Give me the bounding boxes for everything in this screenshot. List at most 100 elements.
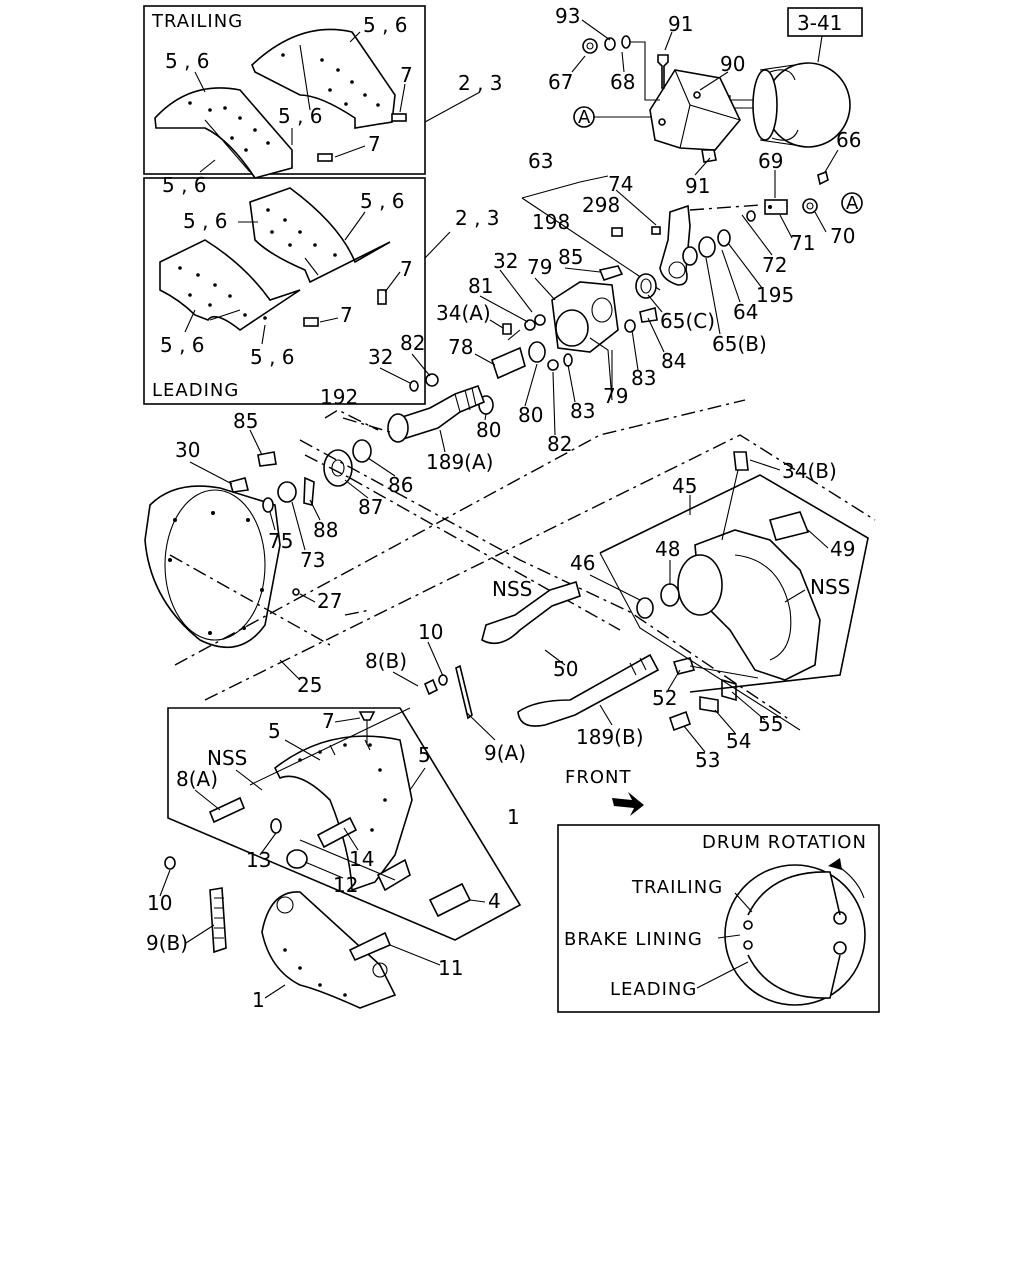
callout-label: 7 — [340, 303, 353, 327]
bolt-icon — [639, 307, 658, 323]
callout-label: 55 — [758, 712, 783, 736]
shim-icon — [699, 696, 719, 713]
callout-label: 93 — [555, 4, 580, 28]
washer-icon — [352, 439, 372, 463]
seal-ring-icon — [528, 341, 546, 363]
group-label-2-3: 2 , 3 — [455, 206, 500, 230]
grease-fitting-icon — [651, 226, 661, 235]
washer-icon — [746, 210, 756, 222]
brake-shoe-icon — [273, 735, 413, 892]
rivet-icon — [303, 317, 319, 327]
callout-label: 298 — [582, 193, 620, 217]
callout-label: 32 — [493, 249, 518, 273]
grease-fitting-icon — [611, 227, 623, 237]
callout-label: NSS — [492, 577, 532, 601]
inset-trailing-title: TRAILING — [151, 11, 243, 32]
callout-label: 83 — [570, 399, 595, 423]
washer-icon — [604, 37, 616, 51]
nut-icon — [534, 314, 546, 326]
washer-icon — [682, 246, 698, 266]
callout-label: 65(C) — [660, 309, 715, 333]
bolt-icon — [598, 265, 624, 281]
callout-label: 70 — [830, 224, 855, 248]
bolt-icon — [672, 657, 696, 675]
plug-icon — [292, 588, 300, 596]
callout-label: 88 — [313, 518, 338, 542]
callout-label: 46 — [570, 551, 595, 575]
callout-label: 8(A) — [176, 767, 218, 791]
callout-label: 53 — [695, 748, 720, 772]
washer-icon — [409, 380, 419, 392]
brake-lining-shoe-icon — [154, 87, 293, 179]
nut-icon — [802, 198, 818, 214]
callout-label: 54 — [726, 729, 751, 753]
drum-rotation-title: DRUM ROTATION — [702, 832, 867, 853]
callout-label: 82 — [400, 331, 425, 355]
rivet-icon — [317, 153, 333, 162]
pin-icon — [423, 678, 439, 696]
callout-label: 7 — [368, 132, 381, 156]
callout-label: 5 — [268, 719, 281, 743]
callout-label: 198 — [532, 210, 570, 234]
inset-trailing: TRAILING 5 , 6 5 , 6 5 , 6 5 , 6 7 7 — [143, 5, 426, 197]
seal-ring-icon — [636, 597, 654, 619]
brake-lining-shoe-icon — [251, 28, 396, 129]
callout-label: 30 — [175, 438, 200, 462]
seal-ring-icon — [635, 273, 657, 299]
group-label-2-3: 2 , 3 — [458, 71, 503, 95]
callout-label: 10 — [418, 620, 443, 644]
bolt-icon — [657, 54, 669, 89]
camshaft-bracket-plate-icon — [551, 281, 619, 353]
washer-icon — [164, 856, 176, 870]
callout-label: 68 — [610, 70, 635, 94]
bolt-icon — [228, 477, 249, 493]
clip-icon — [262, 497, 274, 513]
anchor-pin-icon — [208, 796, 246, 824]
seal-ring-icon — [660, 583, 680, 607]
grease-fitting-icon — [733, 451, 749, 471]
inset-leading-title: LEADING — [152, 380, 239, 401]
spring-icon — [455, 664, 473, 720]
callout-label: 4 — [488, 889, 501, 913]
callout-label: 69 — [758, 149, 783, 173]
callout-label: 5 , 6 — [278, 104, 323, 128]
callout-label: 50 — [553, 657, 578, 681]
callout-label: 81 — [468, 274, 493, 298]
callout-label: 67 — [548, 70, 573, 94]
callout-label: 74 — [608, 172, 633, 196]
clevis-pin-icon — [817, 170, 829, 186]
bushing-icon — [491, 346, 526, 380]
callout-label: 5 , 6 — [165, 49, 210, 73]
reference-box-label: 3-41 — [797, 11, 842, 35]
washer-icon — [717, 229, 731, 247]
callout-label: 90 — [720, 52, 745, 76]
sleeve-icon — [768, 511, 810, 541]
bolt-icon — [701, 149, 717, 163]
callout-label: 80 — [518, 403, 543, 427]
callout-label: 52 — [652, 686, 677, 710]
callout-label: 49 — [830, 537, 855, 561]
drum-rotation-frame — [557, 824, 880, 1013]
callout-label: 189(B) — [576, 725, 644, 749]
callout-label: 71 — [790, 231, 815, 255]
dust-shield-icon — [144, 485, 281, 649]
reference-box — [787, 7, 863, 37]
callout-label: 1 — [252, 988, 265, 1012]
callout-label: 5 — [418, 743, 431, 767]
clip-icon — [270, 818, 282, 834]
washer-icon — [621, 35, 631, 49]
return-spring-icon — [209, 887, 227, 954]
roller-icon — [428, 882, 472, 918]
callout-label: 9(B) — [146, 931, 188, 955]
callout-label: 5 , 6 — [162, 173, 207, 197]
callout-label: 32 — [368, 345, 393, 369]
brake-shoe-icon — [261, 891, 397, 1009]
callout-label: 5 , 6 — [183, 209, 228, 233]
callout-label: 87 — [358, 495, 383, 519]
drum-shoes-icon — [724, 864, 866, 1006]
drum-rotation-trailing: TRAILING — [631, 877, 723, 898]
brake-lining-shoe-icon — [249, 187, 391, 284]
callout-label: 85 — [233, 409, 258, 433]
